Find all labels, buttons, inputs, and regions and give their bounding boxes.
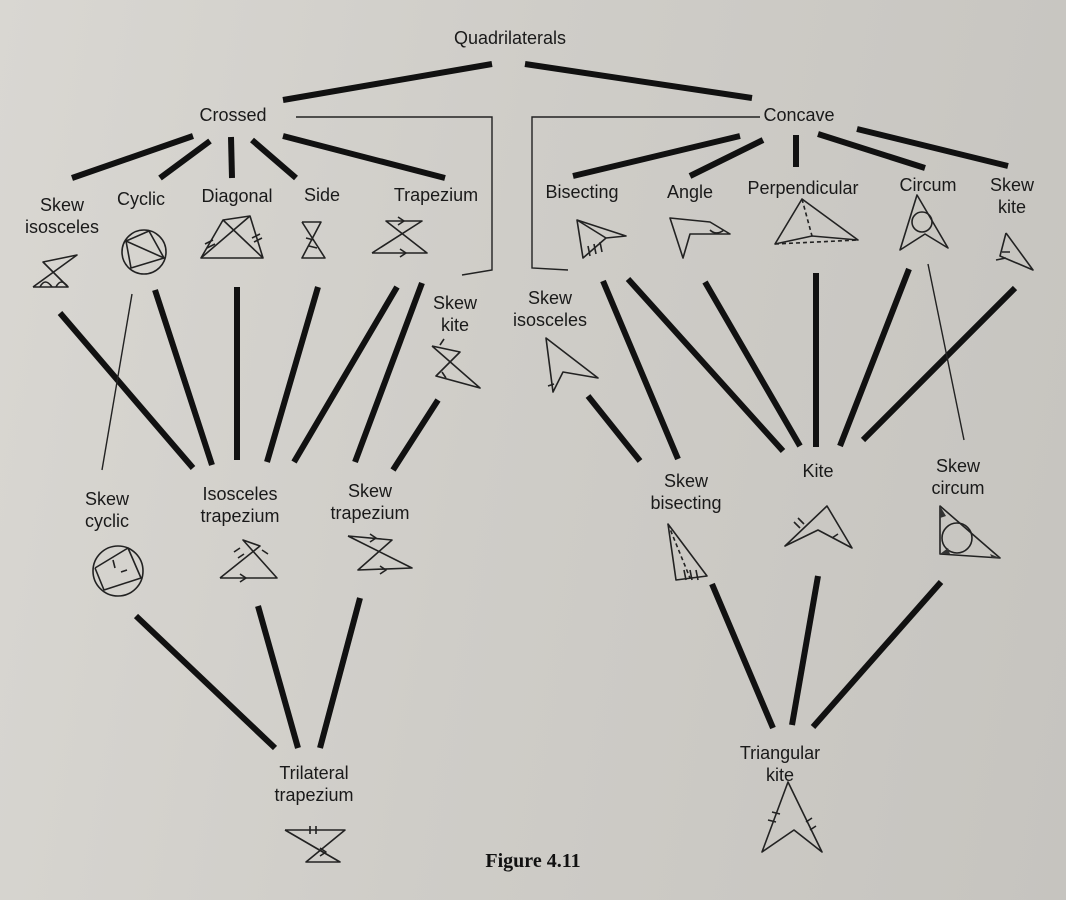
bisecting-shape-icon	[576, 219, 627, 259]
edge-kite-triangular-kite	[789, 575, 821, 726]
edge-crossed-skew-isosceles	[71, 133, 194, 181]
skew-circum-shape-icon	[939, 505, 1001, 559]
triangular-kite-shape-icon	[761, 781, 823, 853]
edge-quadrilaterals-crossed	[282, 61, 493, 103]
thick-edges	[57, 61, 1018, 751]
node-skew-isosceles-right: Skew isosceles	[512, 288, 588, 330]
edge-skew-bisecting-triangular-kite	[709, 582, 776, 730]
edge-crossed-side	[250, 137, 298, 181]
node-quadrilaterals: Quadrilaterals	[453, 28, 567, 48]
node-isosceles-trapezium: Isosceles trapezium	[200, 484, 280, 526]
node-trapezium: Trapezium	[393, 185, 479, 205]
edge-skew-isosceles-isosceles-trapezium	[57, 311, 196, 470]
node-perpendicular: Perpendicular	[747, 178, 859, 198]
node-diagonal: Diagonal	[201, 186, 273, 206]
cyclic-shape-icon	[121, 229, 167, 275]
skew-isosceles-shape-icon	[32, 254, 78, 288]
node-skew-isosceles-left: Skew isosceles	[24, 195, 100, 237]
trilateral-trapezium-shape-icon	[284, 826, 346, 863]
figure-caption: Figure 4.11	[485, 850, 581, 872]
diagonal-shape-icon	[200, 215, 264, 259]
edge-quadrilaterals-concave	[524, 61, 753, 101]
node-skew-kite-right: Skew kite	[989, 175, 1035, 217]
perpendicular-shape-icon	[774, 198, 859, 245]
trapezium-shape-icon	[371, 216, 428, 258]
skew-cyclic-shape-icon	[92, 545, 144, 597]
edge-angle-kite	[702, 280, 803, 448]
node-side: Side	[303, 185, 341, 205]
edge-trapezium-skew-trapezium	[352, 281, 425, 464]
edge-bisecting-skew-bisecting	[600, 279, 681, 461]
node-angle: Angle	[666, 182, 714, 202]
node-cyclic: Cyclic	[117, 189, 165, 209]
edge-trapezium-isosceles-trapezium	[291, 285, 400, 464]
kite-shape-icon	[784, 505, 853, 549]
edge-bisecting-kite	[625, 276, 786, 454]
edge-skew-kite-kite	[860, 285, 1018, 443]
edge-concave-skew-isosceles	[531, 116, 760, 271]
edge-skew-kite-skew-trapezium	[390, 398, 441, 472]
edge-concave-bisecting	[572, 133, 741, 179]
node-skew-circum: Skew circum	[931, 456, 985, 498]
edge-crossed-skew-kite	[296, 116, 493, 276]
edge-circum-skew-circum	[927, 263, 965, 441]
skew-trapezium-shape-icon	[347, 533, 413, 575]
node-trilateral-trapezium: Trilateral trapezium	[274, 763, 354, 805]
node-circum: Circum	[899, 175, 957, 195]
edge-skew-trapezium-trilateral-trapezium	[317, 597, 363, 749]
edge-concave-skew-kite	[856, 126, 1009, 169]
edge-cyclic-skew-cyclic	[101, 293, 133, 471]
edge-skew-circum-triangular-kite	[810, 580, 944, 729]
angle-shape-icon	[669, 217, 731, 259]
node-skew-bisecting: Skew bisecting	[650, 471, 722, 513]
isosceles-trapezium-shape-icon	[219, 539, 278, 583]
edge-skew-isosceles-skew-bisecting	[585, 394, 643, 463]
side-shape-icon	[301, 221, 326, 259]
edge-side-isosceles-trapezium	[264, 286, 321, 463]
node-concave: Concave	[763, 105, 835, 125]
skew-bisecting-shape-icon	[667, 523, 708, 581]
node-skew-trapezium: Skew trapezium	[330, 481, 410, 523]
shape-illustrations	[32, 194, 1034, 863]
node-triangular-kite: Triangular kite	[739, 743, 821, 785]
node-crossed: Crossed	[199, 105, 267, 125]
node-skew-cyclic: Skew cyclic	[84, 489, 130, 531]
node-skew-kite-left: Skew kite	[432, 293, 478, 335]
edge-crossed-cyclic	[158, 138, 212, 181]
edge-circum-kite	[837, 267, 912, 448]
skew-kite-left-shape-icon	[431, 338, 481, 389]
node-bisecting: Bisecting	[545, 182, 619, 202]
edge-cyclic-isosceles-trapezium	[152, 289, 215, 466]
skew-kite-right-shape-icon	[995, 232, 1034, 271]
skew-isosceles-right-shape-icon	[545, 337, 599, 393]
edge-concave-angle	[688, 137, 765, 179]
node-kite: Kite	[802, 461, 834, 481]
edge-crossed-diagonal	[228, 136, 235, 179]
circum-shape-icon	[899, 194, 949, 251]
edge-concave-circum	[817, 131, 926, 171]
thin-edges	[101, 116, 965, 471]
edge-crossed-trapezium	[282, 133, 446, 181]
edge-skew-cyclic-trilateral-trapezium	[133, 613, 278, 751]
edge-isosceles-trapezium-trilateral-trapezium	[255, 605, 301, 749]
